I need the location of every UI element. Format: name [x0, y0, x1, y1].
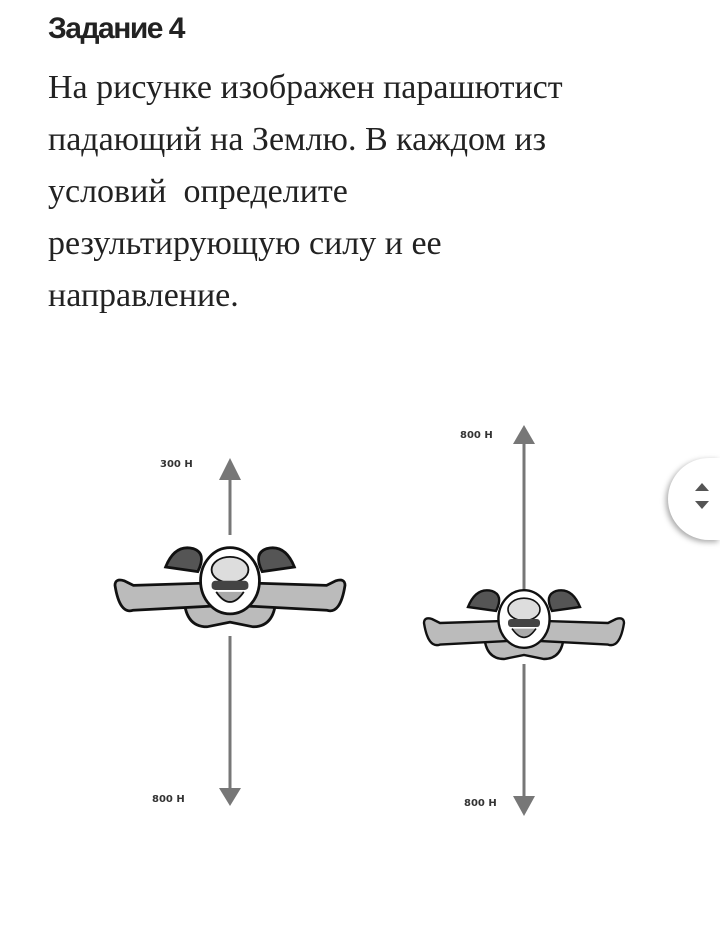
figure-2: 800 Н 800 Н: [422, 425, 626, 816]
up-arrow-head: [513, 425, 535, 444]
down-arrow-head: [513, 796, 535, 816]
skydiver-image: [113, 546, 347, 629]
text-line: падающий на Землю. В каждом из: [48, 121, 546, 158]
text-line: условий определите: [48, 173, 348, 210]
task-text: На рисунке изображен парашютист падающий…: [48, 62, 688, 322]
down-force-label: 800 Н: [152, 794, 185, 805]
up-force-label: 800 Н: [460, 430, 493, 441]
down-force-label: 800 Н: [464, 798, 497, 809]
up-force-label: 300 Н: [160, 459, 193, 470]
skydiver-image: [422, 589, 626, 661]
text-line: направление.: [48, 277, 239, 314]
task-title: Задание 4: [48, 12, 185, 45]
caret-down-icon[interactable]: [695, 501, 709, 509]
text-line: результирующую силу и ее: [48, 225, 442, 262]
caret-up-icon[interactable]: [695, 483, 709, 491]
down-arrow-head: [219, 788, 241, 806]
text-line: На рисунке изображен парашютист: [48, 69, 563, 106]
up-arrow-head: [219, 458, 241, 480]
figure-1: 300 Н 800 Н: [113, 458, 347, 806]
